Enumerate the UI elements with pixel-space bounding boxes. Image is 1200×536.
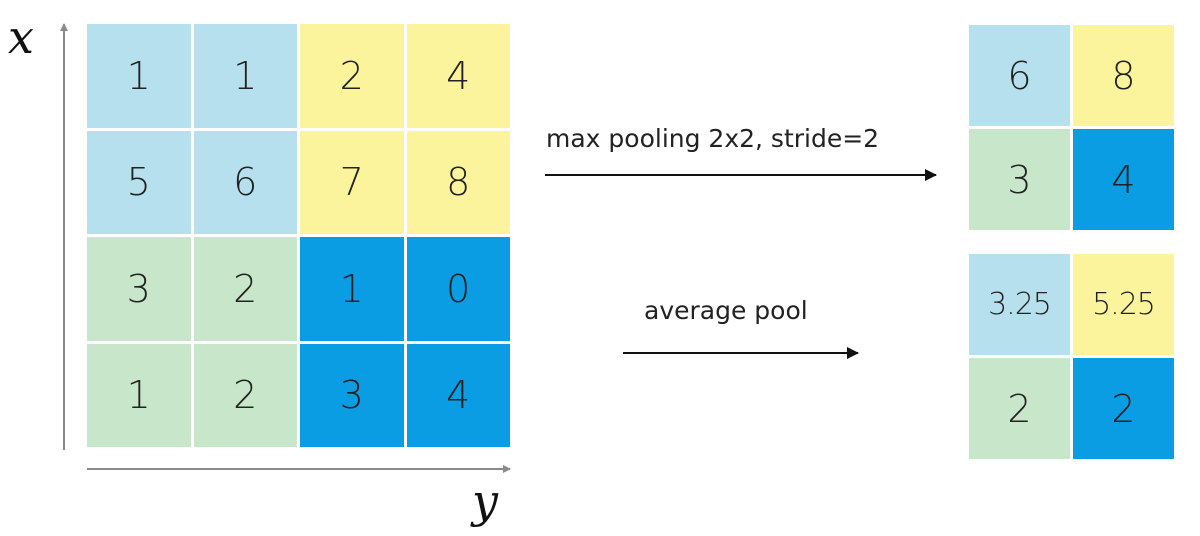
max-pool-cell: 4 <box>1073 129 1174 230</box>
avg-pool-cell: 2 <box>969 358 1070 459</box>
avg-pool-cell: 5.25 <box>1073 254 1174 355</box>
input-cell: 1 <box>193 24 297 128</box>
input-cell: 4 <box>406 24 510 128</box>
avg-pool-cell: 2 <box>1073 358 1174 459</box>
input-cell: 1 <box>300 237 404 341</box>
max-pool-cell: 3 <box>969 129 1070 230</box>
max-pool-output: 6 8 3 4 <box>969 25 1174 230</box>
input-cell: 1 <box>87 343 191 447</box>
y-axis-label: y <box>472 474 498 528</box>
max-pool-cell: 8 <box>1073 25 1174 126</box>
input-cell: 8 <box>406 130 510 234</box>
input-cell: 1 <box>87 24 191 128</box>
input-cell: 2 <box>300 24 404 128</box>
input-cell: 3 <box>300 343 404 447</box>
avg-pool-label: average pool <box>644 296 808 325</box>
input-cell: 7 <box>300 130 404 234</box>
input-cell: 4 <box>406 343 510 447</box>
input-cell: 5 <box>87 130 191 234</box>
avg-pool-output: 3.25 5.25 2 2 <box>969 254 1174 459</box>
max-pool-label: max pooling 2x2, stride=2 <box>546 124 880 153</box>
input-cell: 0 <box>406 237 510 341</box>
input-cell: 6 <box>193 130 297 234</box>
x-axis-label: x <box>8 10 34 64</box>
input-cell: 2 <box>193 343 297 447</box>
avg-pool-cell: 3.25 <box>969 254 1070 355</box>
input-cell: 3 <box>87 237 191 341</box>
input-cell: 2 <box>193 237 297 341</box>
input-matrix: 1 1 2 4 5 6 7 8 3 2 1 0 1 2 3 4 <box>87 24 510 447</box>
max-pool-cell: 6 <box>969 25 1070 126</box>
